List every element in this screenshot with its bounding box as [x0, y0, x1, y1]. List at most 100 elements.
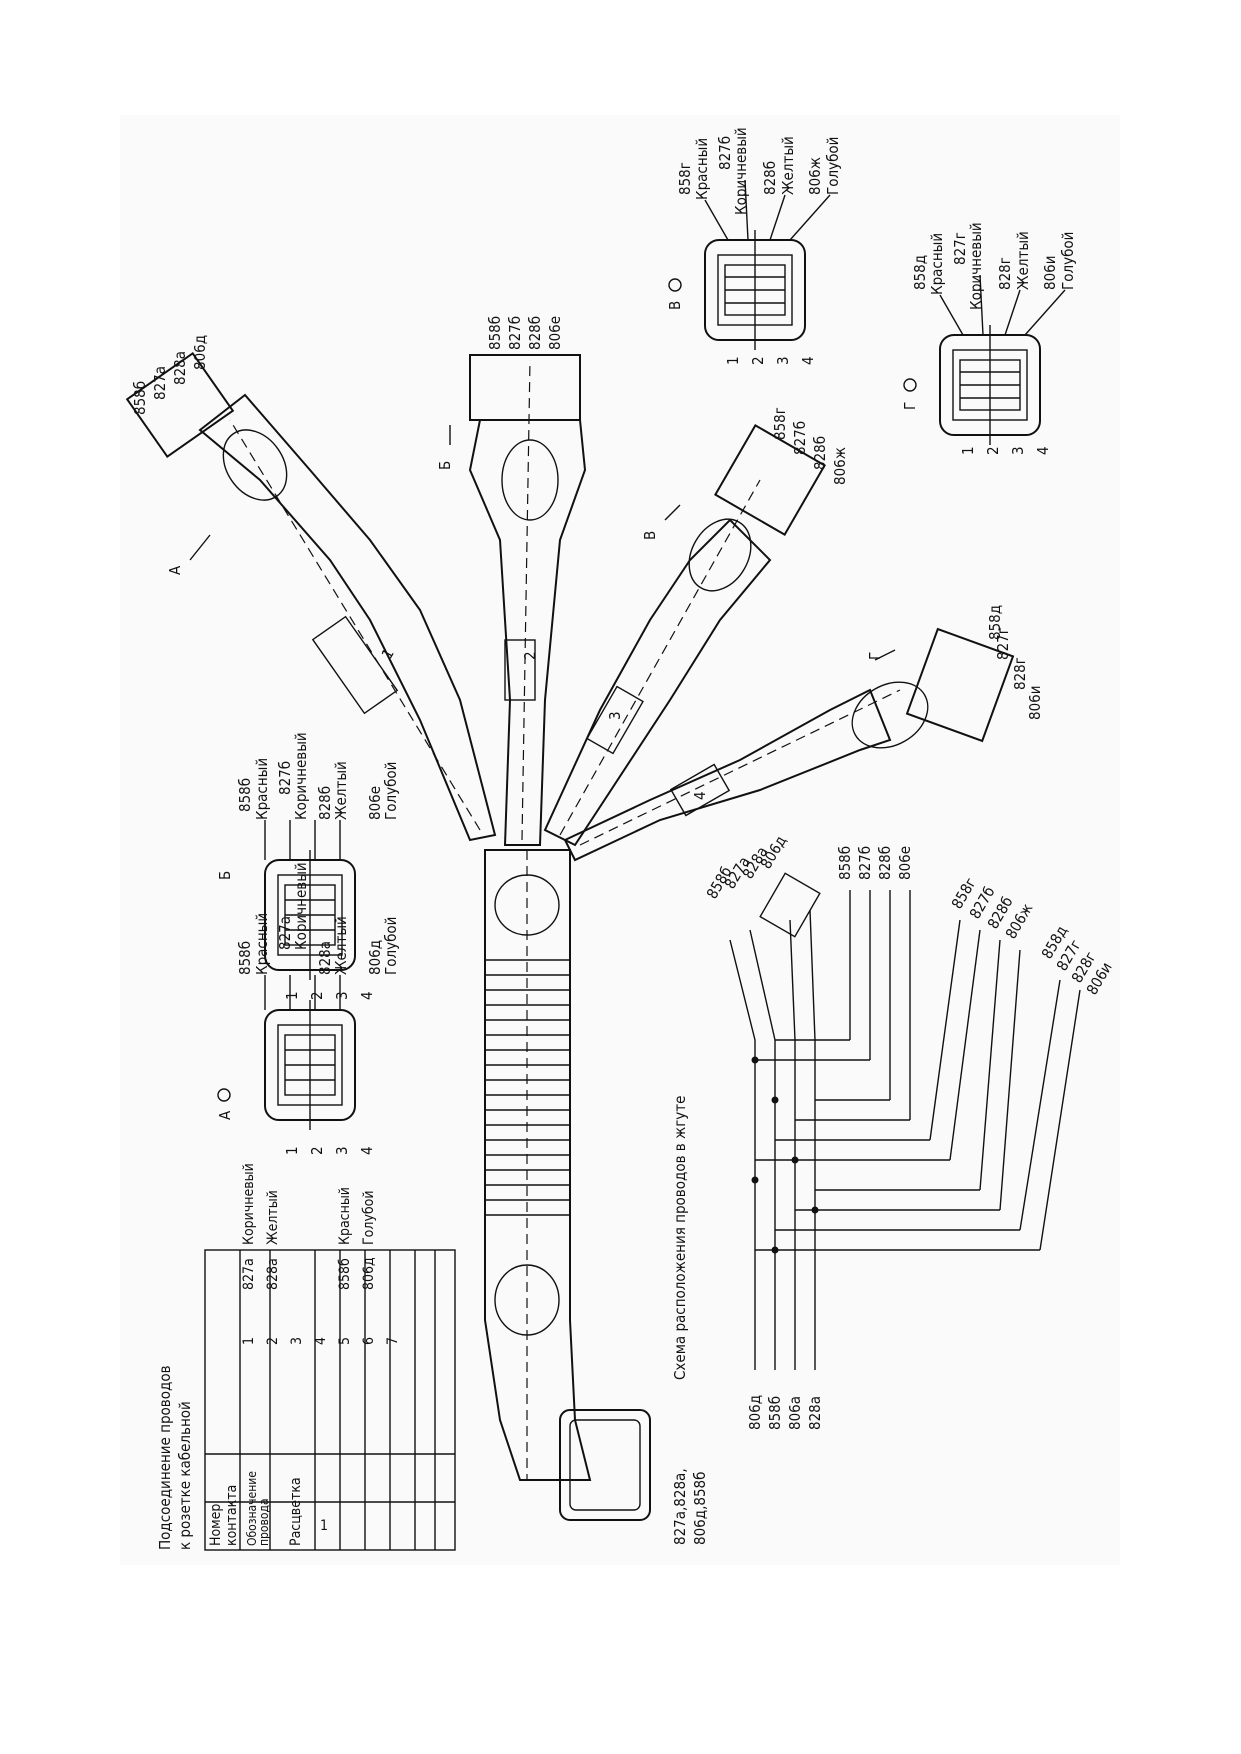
view-g-color-2: Коричневый	[967, 222, 985, 310]
view-b: Б 858б Красный 827б Коричневый 828б Желт…	[216, 732, 400, 1000]
main-harness: 827а,828а, 806д,858б	[484, 849, 709, 1545]
view-b-marker: Б	[436, 461, 454, 470]
branch-v-number: 3	[606, 711, 624, 720]
view-g-color-3: Желтый	[1014, 231, 1032, 290]
branch-b-wire-4: 806е	[546, 316, 564, 350]
connector-b	[469, 354, 581, 421]
view-b-pin-3: 3	[333, 991, 351, 1000]
table-row-4-num: 4	[313, 1337, 329, 1345]
scheme-bottom-wire-3: 806а	[786, 1396, 804, 1430]
table-header-color: Расцветка	[288, 1477, 304, 1546]
branch-a-body	[198, 393, 497, 842]
view-b-pin-2: 2	[308, 991, 326, 1000]
view-v-wire-2: 827б	[716, 136, 734, 170]
scheme-bottom-wire-1: 806д	[746, 1395, 764, 1430]
view-b-color-3: Желтый	[332, 761, 350, 820]
table-row-1-num: 1	[241, 1337, 257, 1345]
branch-v-wire-1: 858г	[771, 407, 789, 440]
view-g-pin-2: 2	[984, 446, 1002, 455]
view-b-pin-1: 1	[283, 991, 301, 1000]
table-num-column: 1	[320, 1518, 328, 1534]
branch-g: 4 Г 858д 827г 828г 806и	[563, 605, 1044, 862]
view-g-wire-3: 828г	[996, 257, 1014, 290]
branch-b-wire-2: 827б	[506, 316, 524, 350]
table-row-6-color: Голубой	[361, 1190, 377, 1245]
view-b-wire-3: 828б	[316, 786, 334, 820]
view-v-pin-1: 1	[724, 356, 742, 365]
view-b-wire-2: 827б	[276, 761, 294, 795]
table-row-7-num: 7	[385, 1337, 401, 1345]
branch-v: 3 В 858г 827б 828б 806ж	[543, 407, 849, 847]
connector-g	[905, 627, 1015, 743]
view-v-color-2: Коричневый	[732, 127, 750, 215]
view-b-letter: Б	[216, 871, 234, 880]
table-row-6-num: 6	[361, 1337, 377, 1345]
table-header-num-l2: контакта	[224, 1485, 240, 1546]
table-row-1-wire: 827а	[241, 1258, 257, 1290]
main-connector-label-1: 827а,828а,	[671, 1468, 689, 1545]
branch-a: А 858б 827а 828а 806д	[125, 335, 497, 842]
view-a-wire-1: 858б	[236, 941, 254, 975]
view-a-wire-4: 806д	[366, 940, 384, 975]
table-header-wire-l1: Обозначение	[245, 1471, 259, 1546]
connector-v	[713, 423, 827, 537]
view-g: Г 858д Красный 827г Коричневый 828г Желт…	[901, 222, 1077, 455]
connection-table: Подсоединение проводов к розетке кабельн…	[156, 1249, 456, 1551]
view-a-pin-4: 4	[358, 1146, 376, 1155]
view-a-wire-3: 828а	[316, 941, 334, 975]
connector-a	[125, 351, 235, 459]
table-row-5-wire: 858б	[337, 1258, 353, 1290]
table-title-line2: к розетке кабельной	[176, 1401, 194, 1550]
view-v-pin-3: 3	[774, 356, 792, 365]
view-v-color-1: Красный	[693, 138, 711, 200]
view-a-marker: А	[166, 565, 184, 575]
rotate-icon	[668, 278, 682, 292]
view-a-color-1: Красный	[253, 913, 271, 975]
view-v-wire-1: 858г	[676, 162, 694, 195]
view-v-pin-2: 2	[749, 356, 767, 365]
table-row-5-color: Красный	[337, 1187, 353, 1245]
branch-a-wire-3: 828а	[171, 351, 189, 385]
branch-a-wire-4: 806д	[191, 335, 209, 370]
table-row-2-wire: 828а	[265, 1258, 281, 1290]
rotate-icon	[217, 1088, 231, 1102]
branch-g-number: 4	[691, 791, 709, 800]
view-g-pin-1: 1	[959, 446, 977, 455]
view-a-color-3: Желтый	[332, 916, 350, 975]
view-a-letter: А	[216, 1110, 234, 1120]
branch-b-wire-3: 828б	[526, 316, 544, 350]
branch-a-wire-1: 858б	[131, 381, 149, 415]
branch-a-wire-2: 827а	[151, 366, 169, 400]
rotate-icon	[903, 378, 917, 392]
scheme-g2-wire-2: 827б	[856, 846, 874, 880]
table-row-3-num: 3	[289, 1337, 305, 1345]
scheme-g2-wire-1: 858б	[836, 846, 854, 880]
view-v-marker: В	[641, 531, 659, 540]
branch-g-wire-1: 858д	[986, 605, 1004, 640]
view-a-pin-1: 1	[283, 1146, 301, 1155]
branch-g-wire-4: 806и	[1026, 685, 1044, 720]
view-a-pin-2: 2	[308, 1146, 326, 1155]
table-cell-num: 1	[320, 1518, 328, 1534]
view-g-color-1: Красный	[928, 233, 946, 295]
wire-scheme: Схема расположения проводов в жгуте	[671, 833, 1116, 1430]
branch-b-wire-1: 858б	[486, 316, 504, 350]
branch-v-wire-4: 806ж	[831, 447, 849, 485]
view-g-color-4: Голубой	[1059, 232, 1077, 290]
arrow-icon	[664, 504, 681, 521]
view-a-color-2: Коричневый	[292, 862, 310, 950]
scheme-bottom-wire-4: 828а	[806, 1396, 824, 1430]
table-cells: 1 2 3 4 5 6 7 827а 828а 858б 806д Коричн…	[241, 1163, 401, 1345]
view-b-color-4: Голубой	[382, 762, 400, 820]
view-g-wire-1: 858д	[911, 255, 929, 290]
view-a-pin-3: 3	[333, 1146, 351, 1155]
view-b-wire-4: 806е	[366, 786, 384, 820]
table-header-num-l1: Номер	[208, 1504, 224, 1546]
table-row-1-color: Коричневый	[241, 1163, 257, 1245]
arrow-icon	[189, 534, 211, 561]
view-g-letter: Г	[901, 402, 919, 410]
view-a: А 858б Красный 827а Коричневый 828а Желт…	[216, 862, 400, 1155]
branch-g-wire-3: 828г	[1011, 657, 1029, 690]
